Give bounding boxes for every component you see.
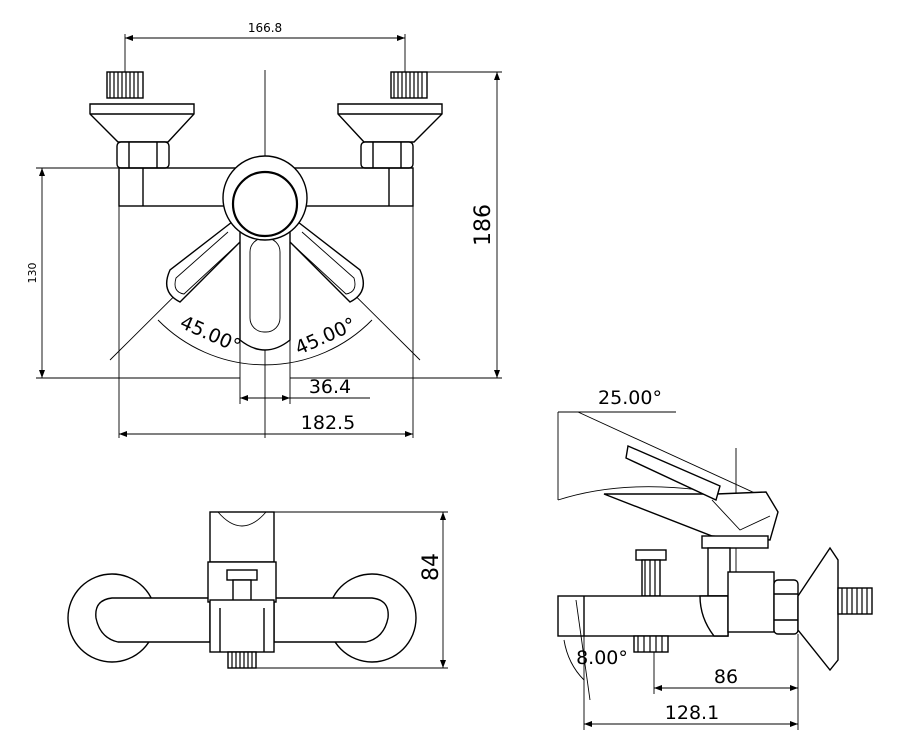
top-view: 166.8 [26,21,502,438]
dim-label-186: 186 [471,204,496,246]
angle-label-spout: 25.00° [598,387,662,409]
angle-label-right: 45.00° [292,313,359,359]
dim-label-130: 130 [26,263,39,284]
mixer-body-top [109,155,421,366]
dimension-side-depth: 86 [653,634,799,730]
dimension-offset: 36.4 [239,340,370,404]
dim-label-36-4: 36.4 [309,376,351,398]
dim-label-84: 84 [419,553,444,581]
dimension-top-width: 166.8 [124,21,406,72]
dimension-total-height: 186 [290,71,502,379]
dimension-body-height: 130 [26,167,240,379]
front-view: 84 [67,511,448,669]
dim-label-166-8: 166.8 [248,21,282,35]
dim-label-86: 86 [714,666,738,688]
right-inlet-fitting [337,71,443,169]
dim-label-182-5: 182.5 [301,412,355,434]
angle-label-left: 45.00° [177,311,244,357]
side-view: 25.00° [557,387,873,730]
dimension-front-height: 84 [256,511,448,669]
dimension-side-overall: 128.1 [583,636,798,730]
dimension-overall-width: 182.5 [118,206,414,438]
dim-label-128-1: 128.1 [665,702,719,724]
left-inlet-fitting [89,71,195,169]
angle-label-tilt: 8.00° [576,647,628,669]
